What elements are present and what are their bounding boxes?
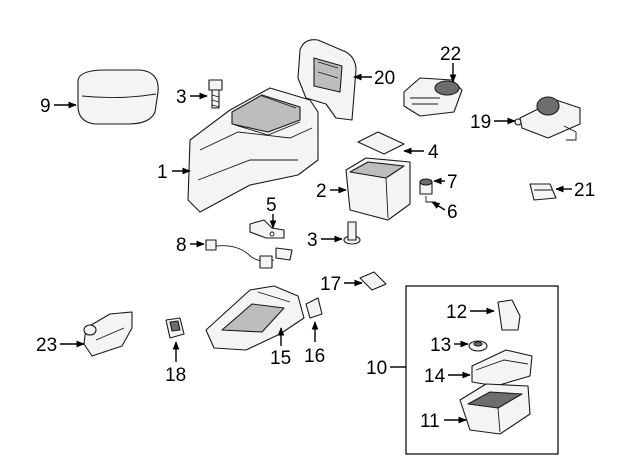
callout-16: 16	[304, 346, 325, 367]
part-12-block[interactable]	[497, 299, 521, 331]
part-8-wire-harness[interactable]	[205, 239, 293, 269]
callout-9: 9	[40, 96, 51, 117]
callout-18: 18	[165, 365, 186, 386]
callout-21: 21	[574, 180, 595, 201]
callout-10: 10	[366, 358, 387, 379]
part-19-controller[interactable]	[514, 96, 581, 141]
leader-6	[431, 201, 446, 211]
callout-12: 12	[446, 302, 467, 323]
part-7-socket[interactable]	[419, 178, 433, 195]
part-15-console-tray[interactable]	[205, 285, 305, 351]
part-23-side-trim[interactable]	[83, 311, 133, 357]
callout-2: 2	[316, 181, 327, 202]
part-1-console-body[interactable]	[187, 87, 319, 213]
callout-17: 17	[320, 274, 341, 295]
part-22-cup-holder[interactable]	[403, 77, 463, 117]
part-6-socket-wire[interactable]	[425, 196, 436, 203]
callout-8: 8	[176, 235, 187, 256]
part-3-pin-lower[interactable]	[343, 221, 361, 245]
part-16-clip[interactable]	[305, 297, 323, 319]
callout-5: 5	[266, 195, 277, 216]
callout-3-top: 3	[176, 87, 187, 108]
callout-11: 11	[420, 411, 440, 432]
callout-20: 20	[374, 68, 395, 89]
part-3-bolt-top[interactable]	[208, 79, 223, 109]
part-20-rear-panel[interactable]	[297, 39, 357, 121]
part-4-mat[interactable]	[357, 131, 405, 155]
part-2-storage-box[interactable]	[345, 157, 411, 221]
part-9-armrest-lid[interactable]	[77, 69, 159, 125]
group-10-box	[405, 285, 559, 455]
part-5-bracket[interactable]	[249, 219, 285, 239]
callout-13: 13	[430, 335, 451, 356]
callout-23: 23	[36, 335, 57, 356]
part-14-lid[interactable]	[471, 349, 533, 387]
callout-15: 15	[270, 348, 291, 369]
part-13-knob[interactable]	[468, 340, 488, 352]
callout-3-lower: 3	[307, 230, 318, 251]
callout-4: 4	[428, 142, 439, 163]
part-11-base-unit[interactable]	[459, 383, 531, 435]
callout-22: 22	[440, 44, 461, 65]
callout-19: 19	[470, 112, 491, 133]
callout-7: 7	[447, 172, 458, 193]
callout-1: 1	[157, 162, 168, 183]
callout-14: 14	[424, 366, 446, 387]
part-18-switch[interactable]	[165, 317, 185, 339]
callout-6: 6	[447, 202, 458, 223]
part-17-plate[interactable]	[359, 271, 387, 291]
part-21-module[interactable]	[529, 183, 557, 201]
